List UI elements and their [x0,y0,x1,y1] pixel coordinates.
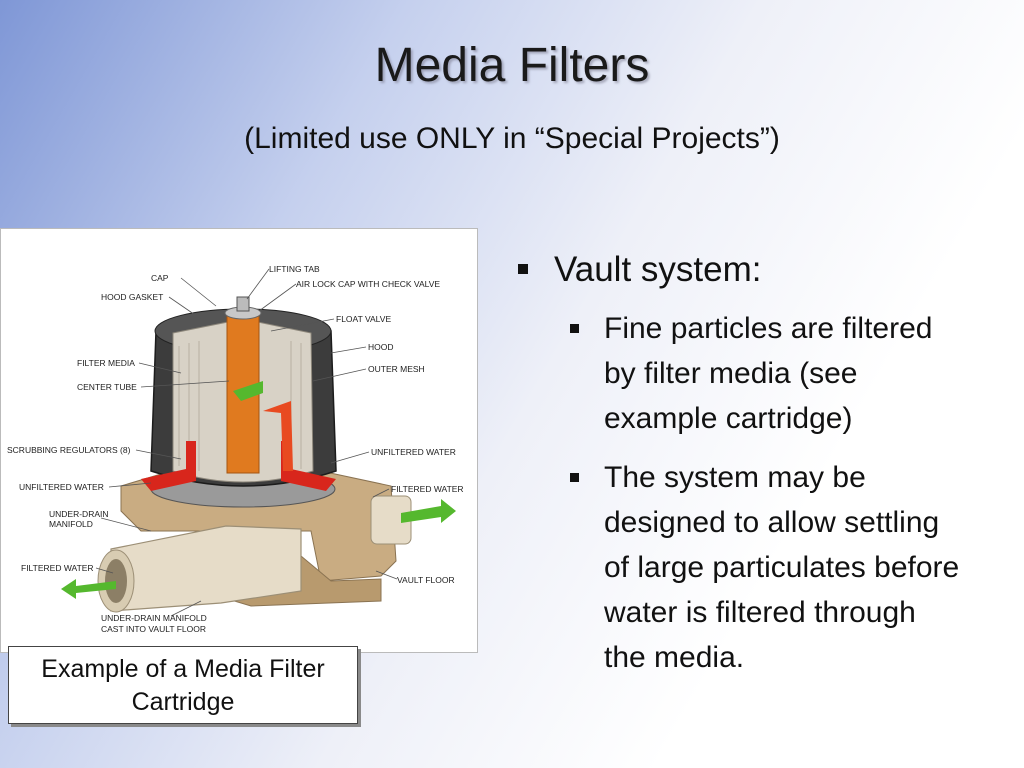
square-bullet-icon [570,473,579,482]
bullet-vault-system: Vault system: [514,248,1019,292]
slide-subtitle: (Limited use ONLY in “Special Projects”) [244,122,780,155]
cartridge-illustration: LIFTING TAB CAP AIR LOCK CAP WITH CHECK … [7,264,464,634]
label-underdrain-line2: MANIFOLD [49,519,93,529]
label-unfiltered-water-right: UNFILTERED WATER [371,447,456,457]
label-center-tube: CENTER TUBE [77,382,137,392]
label-filtered-water-right: FILTERED WATER [391,484,464,494]
sub-bullet-line: example cartridge) [604,402,853,435]
label-filtered-water-left: FILTERED WATER [21,563,94,573]
sub-bullet-line: by filter media (see [604,357,858,390]
label-hood-gasket: HOOD GASKET [101,292,163,302]
sub-bullet-line: The system may be [604,461,866,494]
sub-bullet-line: Fine particles are filtered [604,312,933,345]
diagram-caption: Example of a Media Filter Cartridge [8,646,358,724]
label-scrubbing-regulators: SCRUBBING REGULATORS (8) [7,445,131,455]
label-lifting-tab: LIFTING TAB [269,264,320,274]
label-cast-line2: CAST INTO VAULT FLOOR [101,624,206,634]
sub-bullet-line: designed to allow settling [604,506,940,539]
filtered-flow-inner [233,381,263,401]
sub-bullet-line: the media. [604,641,745,674]
slide-title: Media Filters [374,39,650,92]
label-underdrain-line1: UNDER-DRAIN [49,509,109,519]
sub-bullet-settling: The system may be designed to allow sett… [514,455,1019,680]
label-vault-floor: VAULT FLOOR [397,575,455,585]
label-filter-media: FILTER MEDIA [77,358,135,368]
caption-line-1: Example of a Media Filter [41,655,325,683]
bullet-list: Vault system: Fine particles are filtere… [514,248,1019,680]
bullet-text: Vault system: [554,250,762,289]
scrubbing-regulator-flow [263,401,293,471]
label-float-valve: FLOAT VALVE [336,314,391,324]
lifting-tab [236,296,250,312]
sub-bullet-fine-particles: Fine particles are filtered by filter me… [514,306,1019,441]
outer-mesh-texture [178,341,302,471]
square-bullet-icon [518,264,528,274]
caption-line-2: Cartridge [131,688,235,716]
square-bullet-icon [570,324,579,333]
unfiltered-arrow-right [281,441,336,491]
leader-lines [95,268,398,617]
sub-bullet-line: water is filtered through [604,596,916,629]
label-air-lock-cap: AIR LOCK CAP WITH CHECK VALVE [296,279,440,289]
label-hood: HOOD [368,342,394,352]
label-cap: CAP [151,273,169,283]
label-unfiltered-water-left: UNFILTERED WATER [19,482,104,492]
sub-bullet-line: of large particulates before [604,551,960,584]
media-filter-cartridge-diagram: LIFTING TAB CAP AIR LOCK CAP WITH CHECK … [0,228,478,653]
filtered-arrow-left [61,579,116,599]
unfiltered-arrow-left [141,441,196,491]
label-outer-mesh: OUTER MESH [368,364,425,374]
filtered-arrow-right [401,499,456,523]
label-cast-line1: UNDER-DRAIN MANIFOLD [101,613,207,623]
